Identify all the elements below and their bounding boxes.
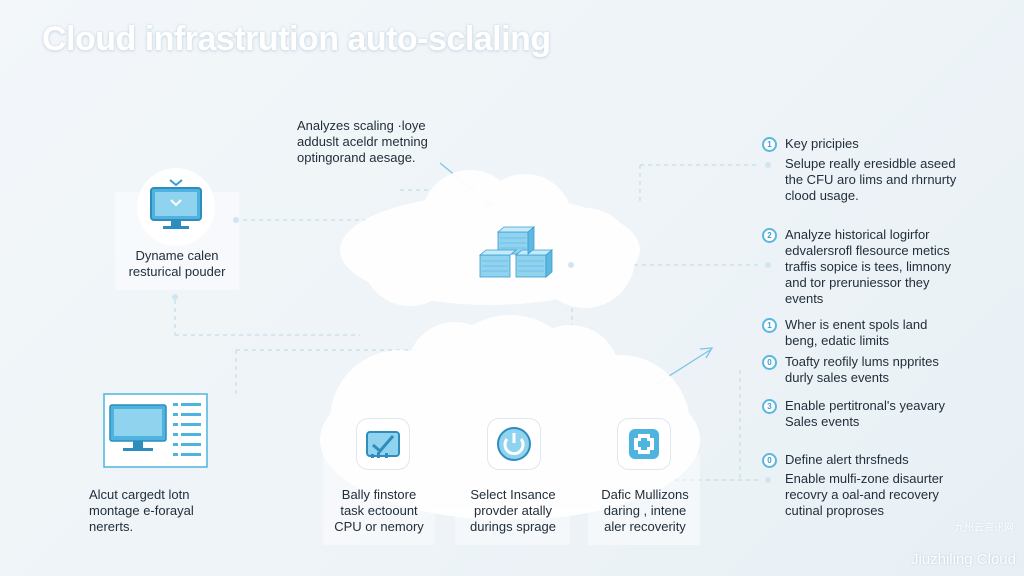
list-item-line: Define alert thrsfneds [785,452,909,467]
bottom-card-line: Dafic Mullizons [601,487,689,502]
list-number-badge: 2 [762,228,777,243]
list-number-badge: 0 [762,453,777,468]
check-chart-icon [356,418,410,470]
list-number-badge: 0 [762,355,777,370]
connector-dot [765,262,771,268]
bottom-card-panel [455,455,570,545]
bottom-card-panel [588,455,700,545]
list-item-line: Analyze historical logirfor [785,227,930,242]
list-item-line: clood usage. [785,188,859,203]
watermark-small: 九州云资讯网 [954,523,1014,534]
list-item-line: Enable pertitronal's yeavary [785,398,946,413]
bottom-card-line: Select Insance [470,487,556,502]
annotation-line: adduslt aceldr metning [297,134,428,149]
bottom-card-panel [323,455,435,545]
bottom-card-line: CPU or nemory [334,519,424,534]
annotation-line: optingorand aesage. [297,150,416,165]
list-item-line: recovry a oal-and recovery [785,487,939,502]
connector-dot [172,294,178,300]
list-item-line: edvalersrofl flesource metics [785,243,950,258]
list-item-line: Key pricipies [785,136,859,151]
list-item-line: durly sales events [785,370,890,385]
list-item-line: traffis sopice is tees, limnony [785,259,951,274]
power-icon [487,418,541,470]
shield-plus-icon [617,418,671,470]
annotation-line: Analyzes scaling ·loye [297,118,426,133]
diagram-title: Cloud infrastrution auto-sclaling [42,20,551,58]
bottom-card-line: Bally finstore [341,487,417,502]
left-bottom-card-line: montage e-forayal [89,503,194,518]
watermark-brand: Jiuzhiling Cloud [910,551,1016,568]
list-item-line: Sales events [785,414,860,429]
list-item-line: Selupe really eresidble aseed [785,156,956,171]
bottom-card-line: durings sprage [470,519,556,534]
bottom-card-line: provder atally [473,503,553,518]
left-bottom-card-line: Alcut cargedt lotn [89,487,190,502]
list-item-line: and tor preruniessor they [785,275,930,290]
left-card-line: resturical pouder [128,264,226,279]
list-item-line: cutinal proproses [785,503,884,518]
connector-dot [765,477,771,483]
list-number-badge: 1 [762,137,777,152]
connector-dot [233,217,239,223]
bottom-card-line: daring , intene [603,503,687,518]
list-number-badge: 1 [762,318,777,333]
list-item-line: Enable mulfi-zone disaurter [785,471,944,486]
list-item-line: the CFU aro lims and rhrnurty [785,172,957,187]
connector-dot [765,162,771,168]
list-item-line: Wher is enent spols land [785,317,928,332]
list-number-badge: 3 [762,399,777,414]
connector-dot [568,262,574,268]
list-item-line: beng, edatic limits [785,333,890,348]
bottom-card-line: aler recoverity [604,519,686,534]
monitor-icon [137,168,215,246]
bottom-card-line: task ectoount [340,503,418,518]
list-item-line: Toafty reofily lums npprites [785,354,939,369]
left-bottom-card-line: nererts. [89,519,134,534]
list-item-line: events [785,291,824,306]
dashboard-icon [103,393,208,468]
left-card-line: Dyname calen [135,248,219,263]
